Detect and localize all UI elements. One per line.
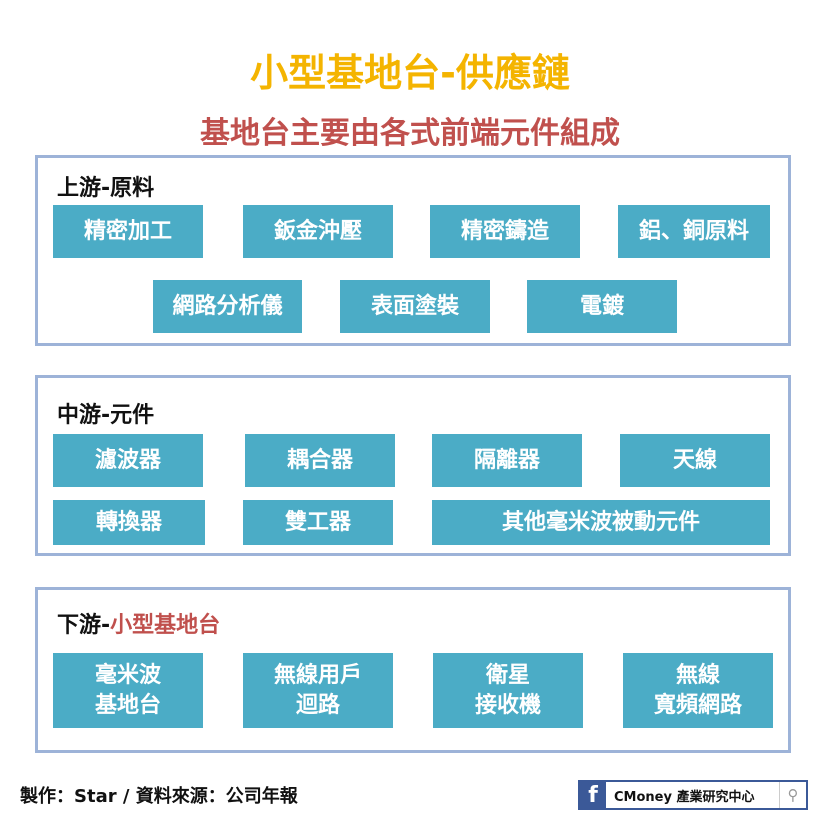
upstream-item: 鋁、銅原料 xyxy=(618,205,770,258)
midstream-label: 中游-元件 xyxy=(57,403,155,428)
upstream-item: 精密鑄造 xyxy=(430,205,580,258)
downstream-item: 毫米波 基地台 xyxy=(53,653,203,728)
page-title: 小型基地台-供應鏈 xyxy=(250,51,570,95)
upstream-item: 表面塗裝 xyxy=(340,280,490,333)
downstream-item: 衛星 接收機 xyxy=(433,653,583,728)
downstream-label-prefix: 下游- xyxy=(57,613,111,638)
page-subtitle: 基地台主要由各式前端元件組成 xyxy=(200,116,620,151)
upstream-item: 網路分析儀 xyxy=(153,280,302,333)
cmoney-logo: f CMoney 產業研究中心 ⚲ xyxy=(578,780,808,810)
midstream-item: 耦合器 xyxy=(245,434,395,487)
downstream-section xyxy=(35,587,791,753)
upstream-label: 上游-原料 xyxy=(57,176,155,201)
midstream-item: 轉換器 xyxy=(53,500,205,545)
midstream-item: 天線 xyxy=(620,434,770,487)
downstream-label-highlight: 小型基地台 xyxy=(110,613,221,638)
midstream-item: 濾波器 xyxy=(53,434,203,487)
brand-name: CMoney 產業研究中心 xyxy=(614,789,755,805)
facebook-icon: f xyxy=(580,782,606,808)
midstream-section xyxy=(35,375,791,556)
upstream-item: 電鍍 xyxy=(527,280,677,333)
midstream-item: 其他毫米波被動元件 xyxy=(432,500,770,545)
midstream-item: 雙工器 xyxy=(243,500,393,545)
search-icon: ⚲ xyxy=(779,782,806,808)
downstream-item: 無線 寬頻網路 xyxy=(623,653,773,728)
midstream-item: 隔離器 xyxy=(432,434,582,487)
upstream-section xyxy=(35,155,791,346)
upstream-item: 精密加工 xyxy=(53,205,203,258)
downstream-item: 無線用戶 迴路 xyxy=(243,653,393,728)
downstream-label: 下游-小型基地台 xyxy=(57,607,220,639)
footer-credit: 製作：Star / 資料來源：公司年報 xyxy=(20,786,298,807)
upstream-item: 鈑金沖壓 xyxy=(243,205,393,258)
